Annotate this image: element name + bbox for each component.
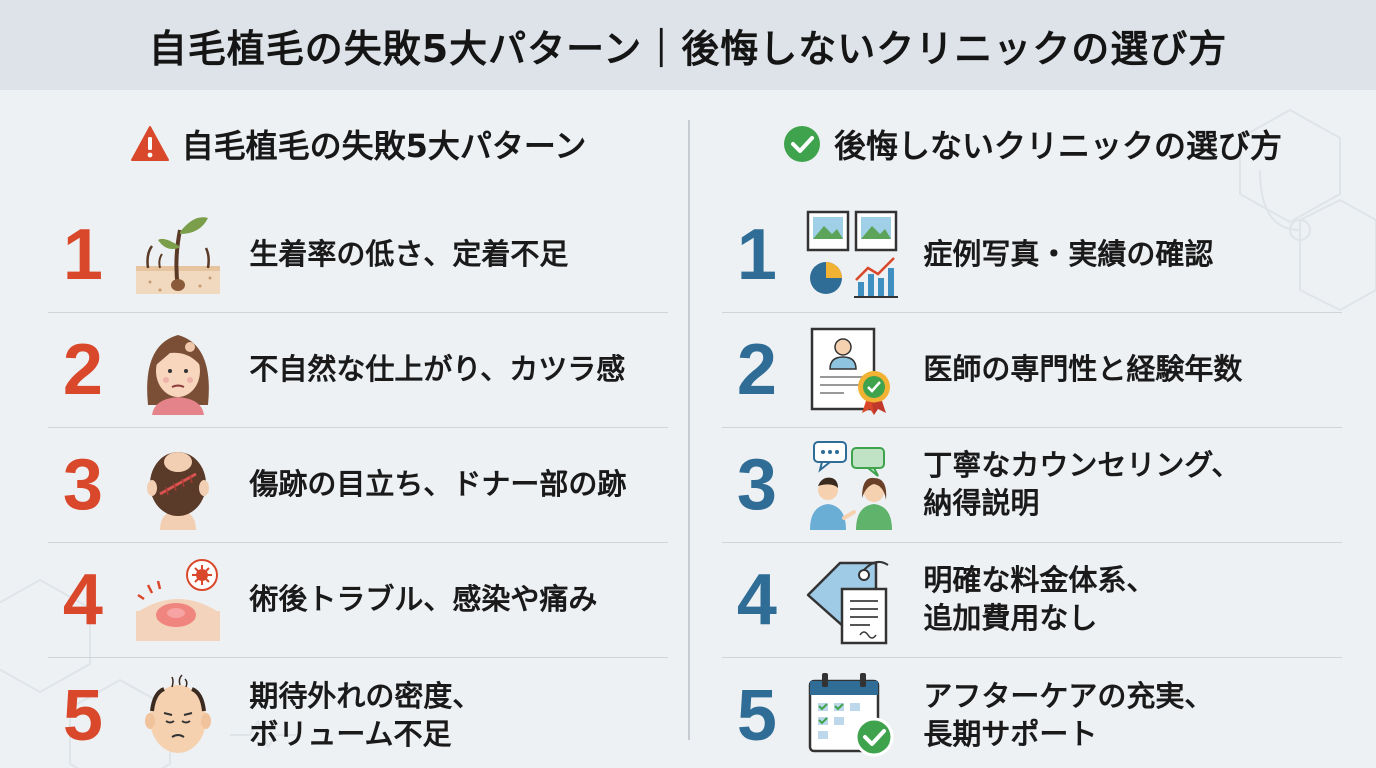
item-text: 術後トラブル、感染や痛み [249,582,598,617]
counseling-icon [809,441,892,530]
failure-item: 5 期待外れの密度、 ボリューム不足 [48,658,668,768]
selection-item: 3 丁寧なカウンセリング、 納得説明 [722,428,1342,543]
item-text: 生着率の低さ、定着不足 [249,237,569,272]
failure-patterns-column: 自毛植毛の失敗5大パターン 1 生着率の低さ、定着不足 [48,90,668,768]
selection-item: 1 症例写真・実績の確認 [722,198,1342,313]
item-text: 期待外れの密度、 ボリューム不足 [249,678,482,751]
item-text: 明確な料金体系、 追加費用なし [923,563,1156,635]
item-number: 4 [62,560,103,640]
price-tag-icon [806,560,889,645]
item-text: 医師の専門性と経験年数 [923,352,1243,387]
item-text: 丁寧なカウンセリング、 納得説明 [923,448,1241,520]
item-number: 2 [736,330,777,410]
item-text: 傷跡の目立ち、ドナー部の跡 [249,467,627,502]
sprout-icon [135,217,220,294]
check-circle-icon [783,126,820,162]
selection-item: 2 医師の専門性と経験年数 [722,313,1342,428]
failure-column-heading: 自毛植毛の失敗5大パターン [48,90,668,198]
failure-item: 3 傷跡の目立ち、ドナー部の跡 [48,428,668,543]
calendar-check-icon [808,672,894,756]
item-number: 1 [62,215,103,295]
item-number: 5 [736,675,777,756]
item-number: 1 [736,215,777,295]
clinic-selection-column: 後悔しないクリニックの選び方 1 症例写真・実績 [722,90,1342,768]
selection-column-heading: 後悔しないクリニックの選び方 [722,90,1342,198]
certificate-icon [810,327,890,415]
selection-item: 4 明確な料金体系、 追加費用なし [722,543,1342,658]
photos-chart-icon [806,210,898,298]
item-number: 3 [736,445,777,525]
failure-item: 4 術後トラブル、感染や痛み [48,543,668,658]
scar-head-icon [146,452,209,530]
item-number: 2 [62,330,103,410]
item-number: 4 [736,560,777,640]
warning-icon [130,126,169,161]
item-number: 5 [62,675,103,756]
item-text: アフターケアの充実、 長期サポート [923,678,1214,751]
page-title: 自毛植毛の失敗5大パターン｜後悔しないクリニックの選び方 [148,26,1228,71]
selection-item: 5 アフターケアの充実、 長期サポート [722,658,1342,768]
item-number: 3 [62,445,103,525]
column-divider [688,120,690,740]
failure-item: 2 不自然な仕上がり、カツラ感 [48,313,668,428]
failure-column-title: 自毛植毛の失敗5大パターン [181,127,587,165]
thin-hair-man-icon [144,673,211,753]
page-header: 自毛植毛の失敗5大パターン｜後悔しないクリニックの選び方 [0,0,1376,90]
item-text: 症例写真・実績の確認 [923,237,1214,272]
item-text: 不自然な仕上がり、カツラ感 [249,352,626,387]
infection-icon [135,559,220,641]
woman-face-icon [146,335,209,415]
failure-item: 1 生着率の低さ、定着不足 [48,198,668,313]
selection-column-title: 後悔しないクリニックの選び方 [833,127,1282,165]
